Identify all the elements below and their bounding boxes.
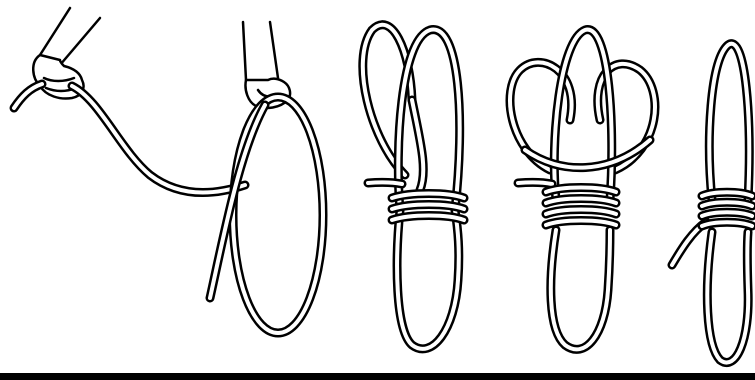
wraps-step-3: [546, 188, 616, 226]
bottom-border-rule: [0, 373, 755, 380]
wraps-step-4: [702, 192, 752, 226]
rope-left-end: [14, 84, 245, 193]
step-2-doubled-loops: [363, 25, 464, 349]
step-1-hands-holding-rope: [14, 8, 323, 333]
rope-big-loop: [210, 97, 323, 333]
wraps-step-2: [392, 194, 464, 221]
step-4-finished-coil: [672, 44, 752, 363]
step-3-three-loops: [510, 30, 655, 350]
